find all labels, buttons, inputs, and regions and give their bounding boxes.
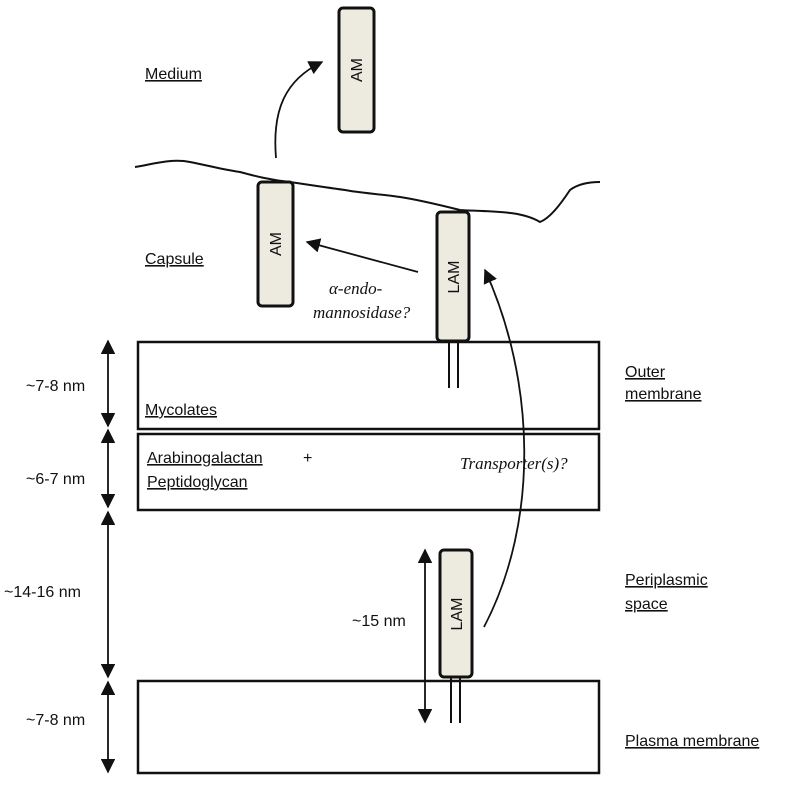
am-label: AM (349, 58, 366, 82)
enzyme-label: mannosidase? (313, 303, 411, 322)
outer-membrane-label: Outer (625, 364, 666, 381)
peptidoglycan-label: Peptidoglycan (147, 474, 248, 491)
release-arrow (274, 61, 324, 159)
enzyme-label: α-endo- (329, 279, 383, 298)
am-label: AM (268, 232, 285, 256)
lam-length-label: ~15 nm (352, 613, 406, 630)
outer-membrane-label: membrane (625, 386, 702, 403)
transport-arrow (483, 268, 526, 628)
arabinogalactan-label: Arabinogalactan (147, 450, 263, 467)
capsule-boundary (134, 159, 601, 224)
plasma-membrane-label: Plasma membrane (625, 733, 759, 750)
dimension-label-arabinogalactan: ~6-7 nm (26, 471, 85, 488)
am-molecule-capsule (256, 180, 295, 308)
lam-molecule-outer (435, 210, 471, 343)
transporter-label: Transporter(s)? (460, 454, 568, 473)
plasma-membrane-box (136, 679, 601, 775)
dimension-label-plasma: ~7-8 nm (26, 712, 85, 729)
medium-label: Medium (145, 66, 202, 83)
dimension-label-periplasm: ~14-16 nm (4, 584, 81, 601)
periplasm-label: Periplasmic (625, 572, 708, 589)
cleavage-arrow (305, 238, 419, 273)
periplasm-label: space (625, 596, 668, 613)
capsule-label: Capsule (145, 251, 204, 268)
lam-label: LAM (449, 598, 466, 631)
plus-label: + (303, 450, 312, 467)
lam-label: LAM (446, 261, 463, 294)
dimension-label-outer: ~7-8 nm (26, 378, 85, 395)
mycolates-label: Mycolates (145, 402, 217, 419)
am-molecule-medium (337, 6, 376, 134)
lam-molecule-periplasm (438, 548, 474, 679)
